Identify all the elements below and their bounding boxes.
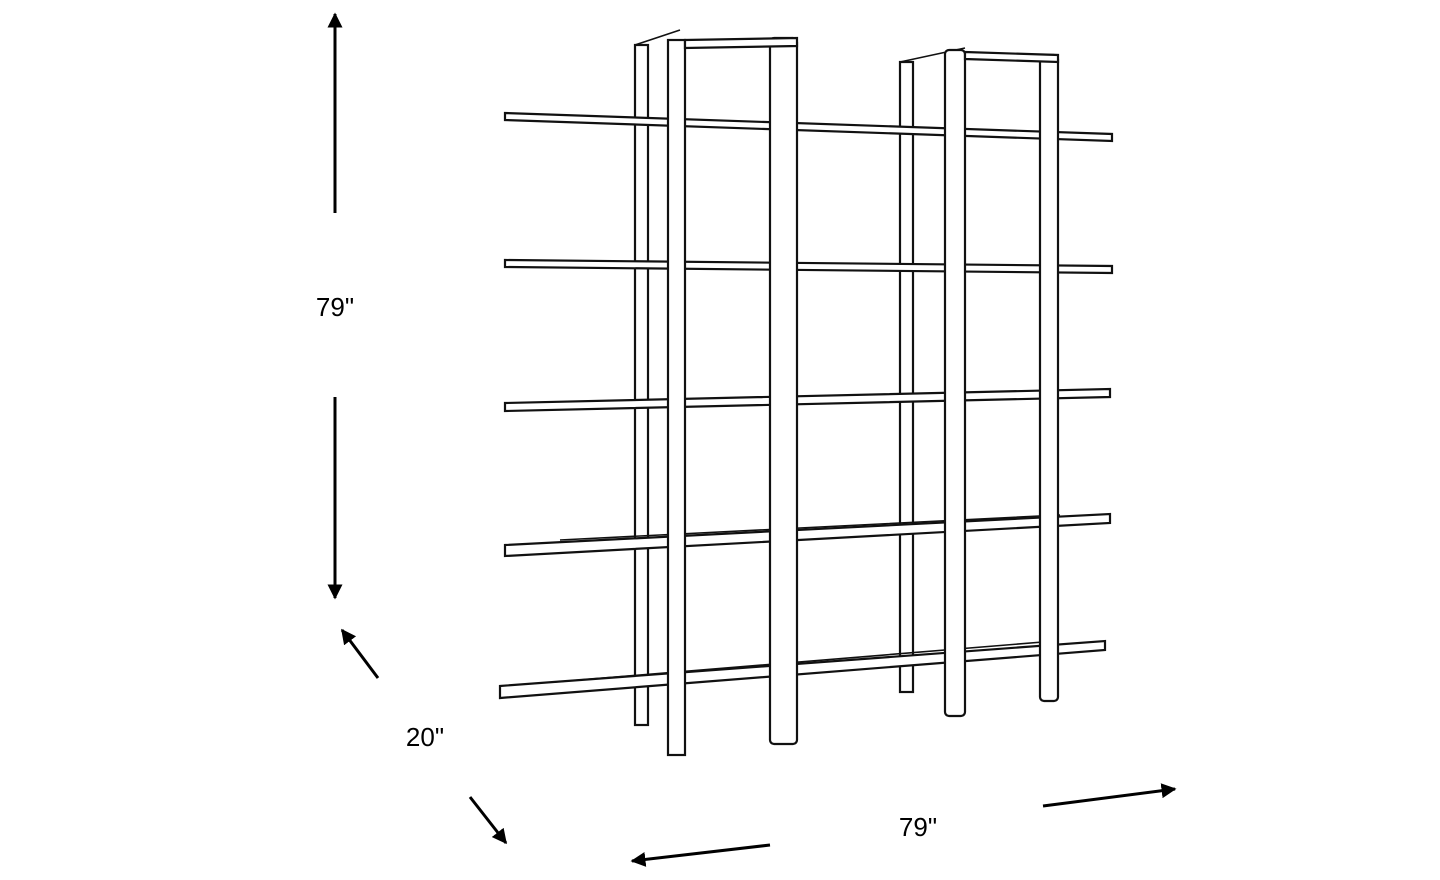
depth-label: 20" xyxy=(405,722,445,752)
depth-arrow-front xyxy=(468,796,508,845)
shelves xyxy=(498,111,1114,700)
shelf-1 xyxy=(503,111,1114,143)
front-uprights xyxy=(666,36,1060,757)
width-arrow-left xyxy=(630,843,771,867)
shelf-4 xyxy=(503,512,1112,558)
top-rail-right xyxy=(963,50,1060,64)
upright-back-mid xyxy=(898,60,915,694)
upright-front-right-inner xyxy=(943,48,967,718)
width-arrow-right xyxy=(1042,783,1177,808)
width-dimension xyxy=(630,783,1177,867)
upright-front-right-outer xyxy=(1038,53,1060,703)
upright-front-left xyxy=(666,38,687,757)
width-label: 79" xyxy=(898,812,938,842)
upright-back-left xyxy=(633,43,650,727)
upright-front-center xyxy=(768,36,799,746)
top-rail-left xyxy=(683,36,799,50)
shelf-5 xyxy=(498,639,1107,700)
depth-dimension xyxy=(340,628,508,845)
height-label: 79" xyxy=(315,292,355,322)
depth-arrow-back xyxy=(340,628,380,679)
shelf-2 xyxy=(503,258,1114,275)
shelf-back-edges xyxy=(554,514,1061,683)
shelf-3 xyxy=(503,387,1112,413)
